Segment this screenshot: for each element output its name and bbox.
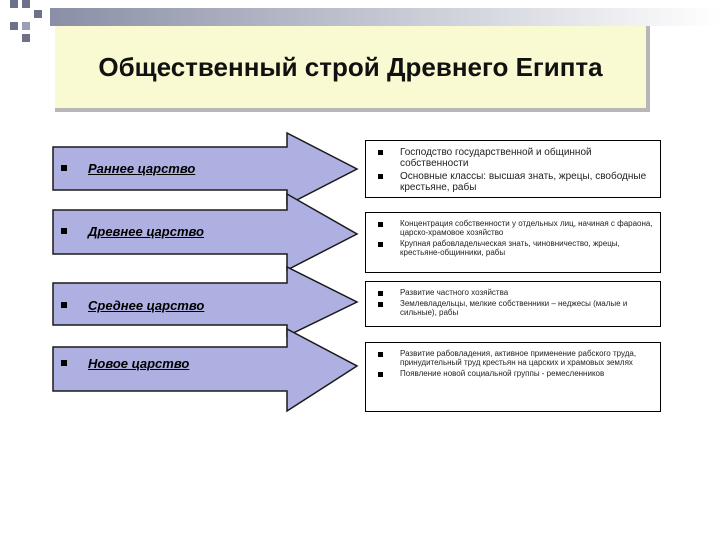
bullet-icon: [61, 360, 67, 366]
period-label-text: Древнее царство: [88, 223, 204, 239]
period-label-new: Новое царство: [55, 353, 189, 373]
arrow-old-kingdom: [52, 192, 359, 272]
desc-item: Основные классы: высшая знать, жрецы, св…: [372, 171, 654, 193]
period-label-text: Новое царство: [88, 355, 190, 371]
arrow-middle-kingdom: [52, 265, 359, 338]
desc-box-old: Концентрация собственности у отдельных л…: [365, 212, 661, 273]
period-label-middle: Среднее царство: [55, 295, 204, 315]
desc-item: Развитие частного хозяйства: [372, 288, 654, 297]
bullet-icon: [61, 165, 67, 171]
period-label-early: Раннее царство: [55, 158, 195, 178]
period-label-text: Среднее царство: [88, 297, 205, 313]
period-label-text: Раннее царство: [88, 160, 196, 176]
desc-item: Господство государственной и общинной со…: [372, 147, 654, 169]
desc-box-early: Господство государственной и общинной со…: [365, 140, 661, 198]
desc-box-new: Развитие рабовладения, активное применен…: [365, 342, 661, 412]
title-box: Общественный строй Древнего Египта: [55, 26, 650, 112]
desc-item: Появление новой социальной группы - реме…: [372, 369, 654, 378]
arrow-new-kingdom: [52, 327, 359, 413]
desc-box-middle: Развитие частного хозяйства Землевладель…: [365, 281, 661, 327]
desc-item: Крупная рабовладельческая знать, чиновни…: [372, 239, 654, 257]
desc-item: Землевладельцы, мелкие собственники – не…: [372, 299, 654, 317]
arrow-early-kingdom: [52, 131, 359, 207]
desc-item: Концентрация собственности у отдельных л…: [372, 219, 654, 237]
period-label-old: Древнее царство: [55, 221, 204, 241]
bullet-icon: [61, 302, 67, 308]
decorative-squares: [10, 0, 720, 42]
page-title: Общественный строй Древнего Египта: [98, 52, 603, 82]
bullet-icon: [61, 228, 67, 234]
desc-item: Развитие рабовладения, активное применен…: [372, 349, 654, 367]
